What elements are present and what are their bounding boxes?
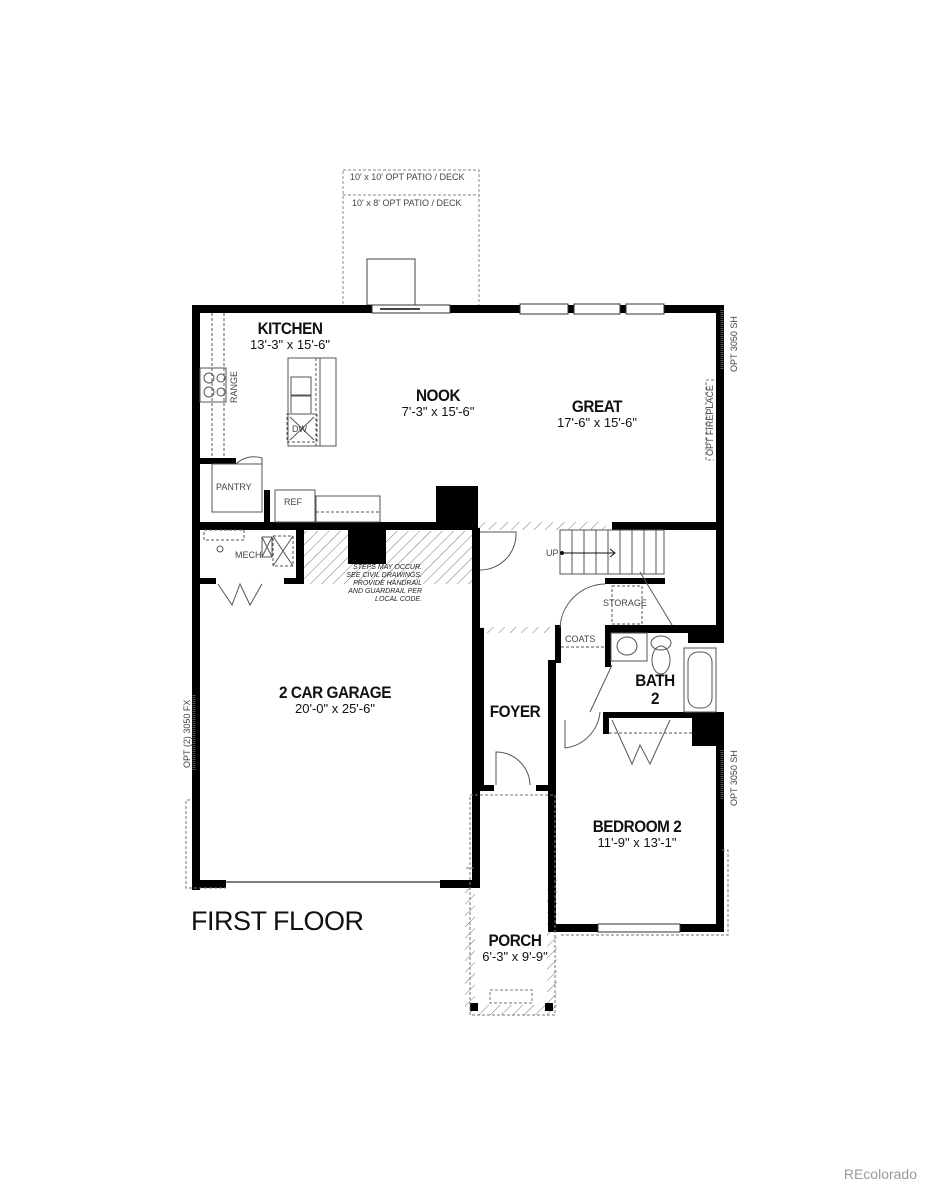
- steps-note-line5: LOCAL CODE.: [375, 596, 422, 603]
- porch-step: [489, 989, 533, 1004]
- foyer-hatch: [480, 627, 550, 633]
- mech-label: MECH: [235, 550, 262, 560]
- porch-hatch-bottom: [470, 1005, 554, 1015]
- room-great-name: GREAT: [571, 397, 623, 416]
- room-garage-dim: 20'-0" x 25'-6": [295, 701, 375, 716]
- garage-steps-hatch: [303, 531, 473, 584]
- room-bedroom2: BEDROOM 2 11'-9" x 13'-1": [588, 818, 686, 850]
- steps-note-line3: PROVIDE HANDRAIL: [353, 580, 422, 587]
- range-label: RANGE: [229, 370, 239, 403]
- room-garage: 2 CAR GARAGE 20'-0" x 25'-6": [273, 684, 397, 716]
- kitchen-counters: [199, 313, 381, 523]
- room-foyer-name: FOYER: [489, 702, 541, 721]
- bath-fixtures: [561, 632, 717, 734]
- stair-up-dot: [560, 551, 564, 555]
- pantry-label: PANTRY: [216, 482, 252, 492]
- room-porch-dim: 6'-3" x 9'-9": [482, 949, 548, 964]
- steps-note: STEPS MAY OCCUR. SEE CIVIL DRAWINGS. PRO…: [340, 564, 422, 604]
- dw-label: DW: [292, 424, 307, 434]
- coats-label: COATS: [565, 634, 596, 644]
- watermark: REcolorado: [843, 1166, 917, 1182]
- room-porch-name: PORCH: [488, 931, 542, 950]
- porch-hatch-right: [547, 880, 557, 1010]
- storage-label: STORAGE: [603, 598, 647, 608]
- room-bedroom2-name: BEDROOM 2: [592, 817, 682, 836]
- room-kitchen-dim: 13'-3" x 15'-6": [250, 337, 330, 352]
- room-kitchen-name: KITCHEN: [257, 319, 323, 338]
- opt-window-great-label: OPT 3050 SH: [729, 316, 739, 372]
- steps-note-line1: STEPS MAY OCCUR.: [353, 564, 422, 571]
- room-nook-name: NOOK: [415, 386, 461, 405]
- door-swings: [479, 531, 671, 786]
- floor-title: FIRST FLOOR: [191, 906, 364, 936]
- room-bedroom2-dim: 11'-9" x 13'-1": [597, 835, 677, 850]
- up-label: UP: [546, 548, 559, 558]
- steps-note-line4: AND GUARDRAIL PER: [348, 588, 422, 595]
- opt-window-marks: [192, 310, 724, 800]
- stair-landing-hatch: [478, 522, 606, 530]
- room-nook: NOOK 7'-3" x 15'-6": [402, 387, 475, 419]
- pantry-door-swing: [235, 456, 263, 490]
- room-great: GREAT 17'-6" x 15'-6": [557, 398, 637, 430]
- room-bath2: BATH 2: [633, 672, 677, 708]
- opt-fireplace-label: OPT FIREPLACE: [705, 385, 715, 456]
- room-kitchen: KITCHEN 13'-3" x 15'-6": [250, 320, 330, 352]
- opt-bumpouts: [185, 379, 729, 1016]
- room-nook-dim: 7'-3" x 15'-6": [401, 404, 475, 419]
- room-foyer: FOYER: [487, 703, 543, 721]
- ref-label: REF: [284, 497, 302, 507]
- opt-window-bedroom-label: OPT 3050 SH: [729, 750, 739, 806]
- room-garage-name: 2 CAR GARAGE: [279, 683, 391, 702]
- walls: [192, 305, 724, 1011]
- opt-patio-10x10-label: 10' x 10' OPT PATIO / DECK: [350, 172, 465, 182]
- room-porch: PORCH 6'-3" x 9'-9": [482, 932, 548, 964]
- room-great-dim: 17'-6" x 15'-6": [557, 415, 637, 430]
- room-bath2-num: 2: [650, 689, 660, 708]
- mech-fixtures: [203, 529, 294, 607]
- patio-step: [366, 258, 416, 306]
- opt-patio-10x8-label: 10' x 8' OPT PATIO / DECK: [352, 198, 462, 208]
- room-bath2-name: BATH: [635, 671, 675, 690]
- stairs[interactable]: [559, 529, 673, 626]
- opt-window-garage-label: OPT (2) 3050 FX: [182, 699, 192, 768]
- steps-note-line2: SEE CIVIL DRAWINGS.: [346, 572, 422, 579]
